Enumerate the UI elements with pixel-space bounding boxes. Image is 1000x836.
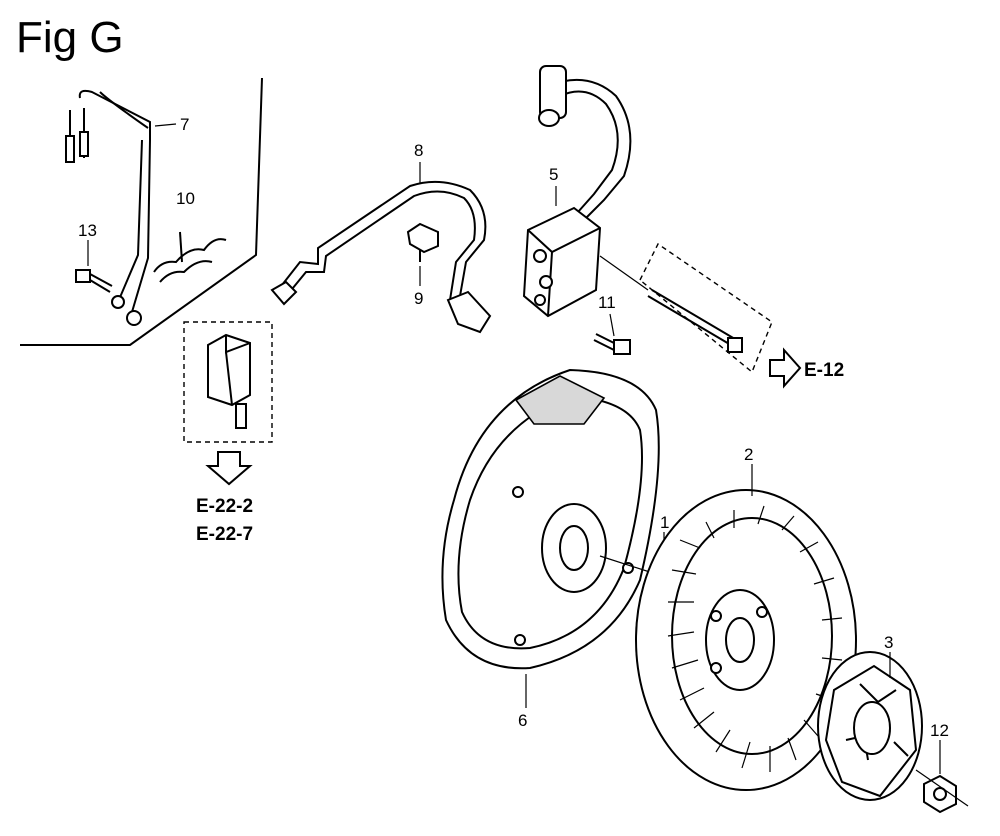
part-3-starter-pulley [817, 651, 923, 801]
ref-e-22-7: E-22-7 [196, 524, 253, 545]
part-5-ignition-coil [522, 65, 632, 318]
callout-8: 8 [414, 141, 423, 160]
ref-e-22-2: E-22-2 [196, 496, 253, 517]
ignition-module-box [183, 321, 273, 443]
part-7-wire-harness [65, 89, 151, 326]
callout-5: 5 [549, 165, 558, 184]
part-6-shroud [441, 368, 660, 670]
callout-9: 9 [414, 289, 423, 308]
right-arrow-icon [769, 347, 802, 389]
callout-2: 2 [744, 445, 753, 464]
down-arrow-icon [205, 451, 253, 486]
part-10-clip [153, 231, 227, 283]
part-8-lead-wire [270, 180, 492, 334]
inset-border [20, 77, 263, 346]
callout-13: 13 [78, 221, 97, 240]
callout-12: 12 [930, 721, 949, 740]
callout-1: 1 [660, 513, 669, 532]
part-12-nut [915, 769, 969, 814]
part-11-bolt [593, 333, 631, 355]
figure-title: Fig G [16, 13, 124, 62]
callout-3: 3 [884, 633, 893, 652]
callout-6: 6 [518, 711, 527, 730]
part-9-clamp [406, 222, 439, 262]
long-bolt-box [599, 242, 773, 374]
ref-e-12: E-12 [804, 360, 844, 381]
callout-11: 11 [598, 293, 616, 312]
callout-10: 10 [176, 189, 195, 208]
part-13-bolt [75, 269, 113, 293]
part-2-flywheel [635, 489, 857, 791]
callout-7: 7 [180, 115, 189, 134]
